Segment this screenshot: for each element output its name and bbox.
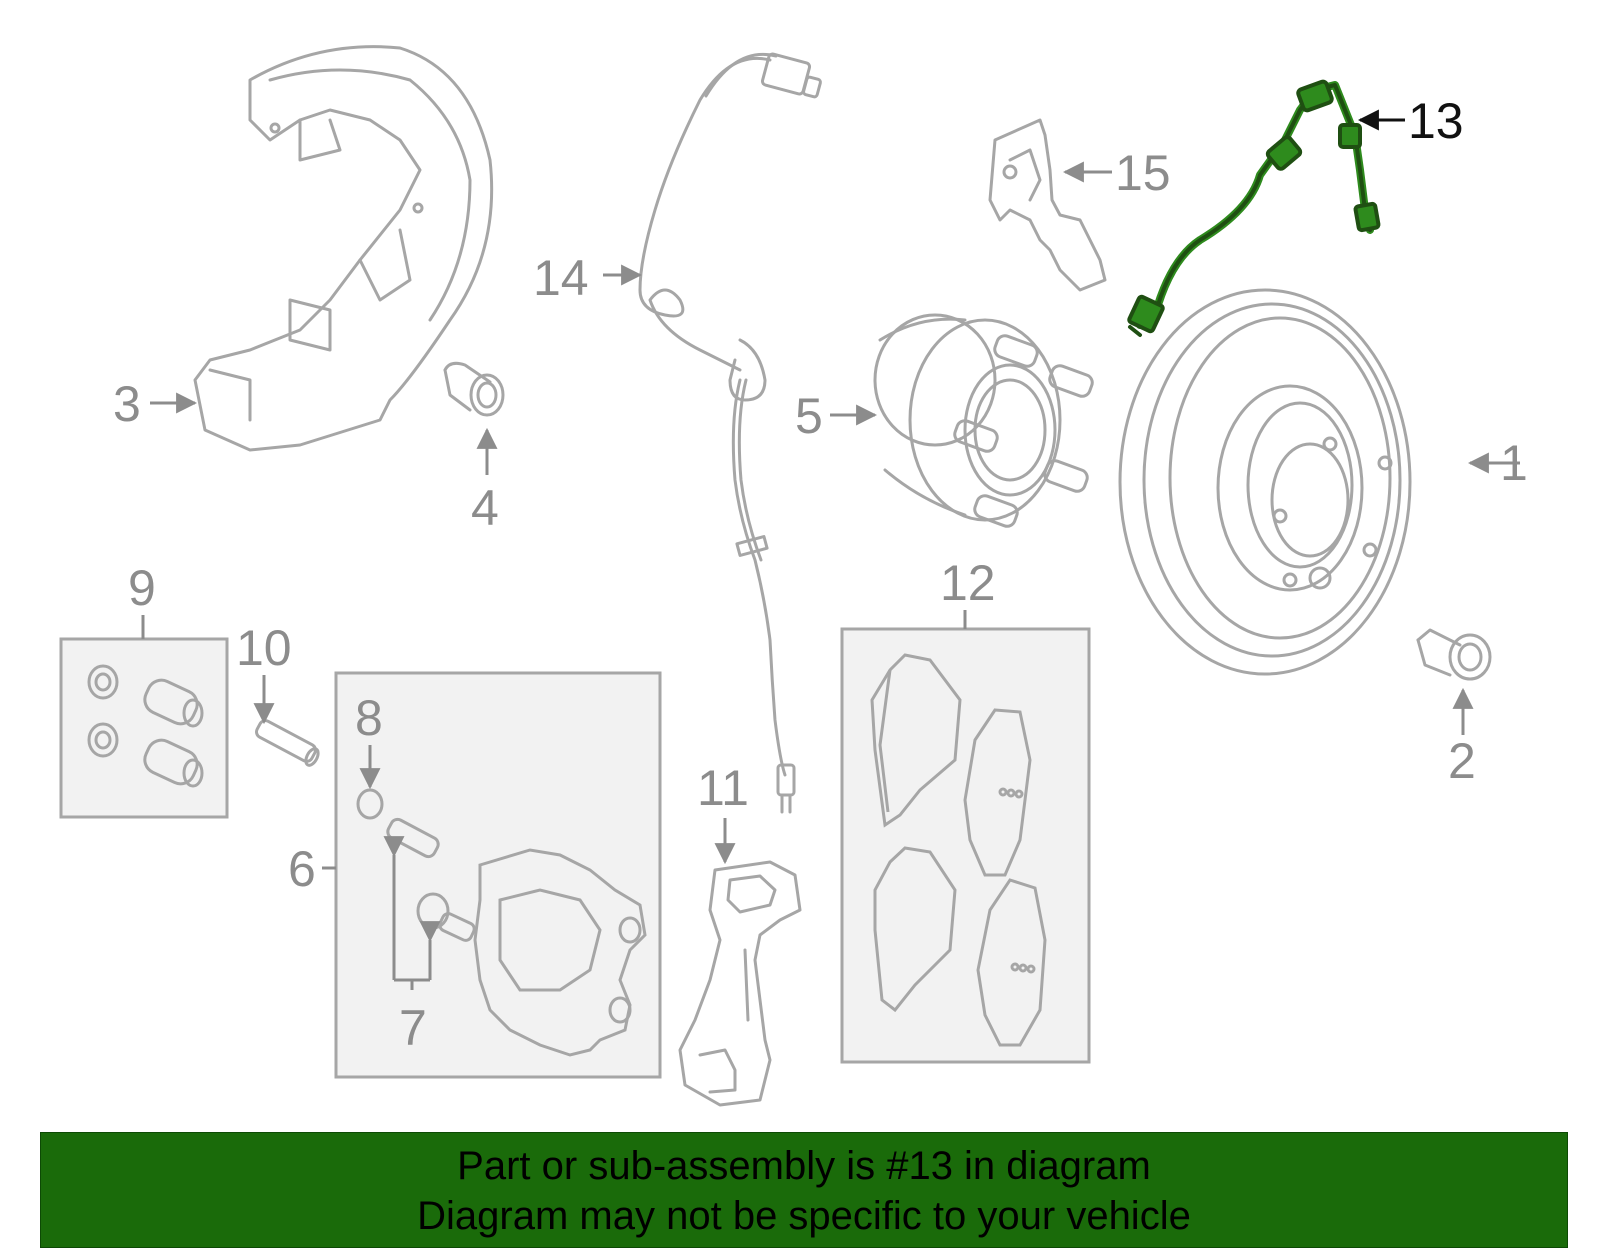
pin-part-10 [255,719,320,767]
callout-12: 12 [940,555,996,611]
bracket-part [988,118,1107,292]
banner-line-2: Diagram may not be specific to your vehi… [417,1194,1191,1238]
box-part-9 [59,637,229,819]
callout-15: 15 [1115,145,1171,201]
callout-11: 11 [697,760,749,816]
callout-13: 13 [1408,93,1464,149]
banner-line-1: Part or sub-assembly is #13 in diagram [457,1144,1151,1188]
callout-7: 7 [399,1000,427,1056]
caliper-bracket-part [678,860,802,1107]
box-part-12 [840,627,1091,1064]
callout-4: 4 [471,480,499,536]
callout-14: 14 [533,250,589,306]
screw-part-2 [1416,628,1492,681]
callout-5: 5 [795,388,823,444]
wheel-hub-part [873,313,1094,528]
callout-3: 3 [113,376,141,432]
callout-10: 10 [236,620,292,676]
leader-lines [141,161,1520,870]
abs-sensor-wire-part [638,52,822,814]
callout-9: 9 [128,560,156,616]
dust-shield-part [193,45,494,452]
box-part-6 [334,671,662,1079]
callout-6: 6 [288,841,316,897]
brake-hose-part [1127,79,1381,337]
notice-banner: Part or sub-assembly is #13 in diagram D… [40,1132,1568,1248]
callout-2: 2 [1448,733,1476,789]
callout-8: 8 [355,690,383,746]
callout-1: 1 [1500,435,1528,491]
bolt-part-4 [443,361,505,417]
brake-rotor-part [1118,288,1412,676]
